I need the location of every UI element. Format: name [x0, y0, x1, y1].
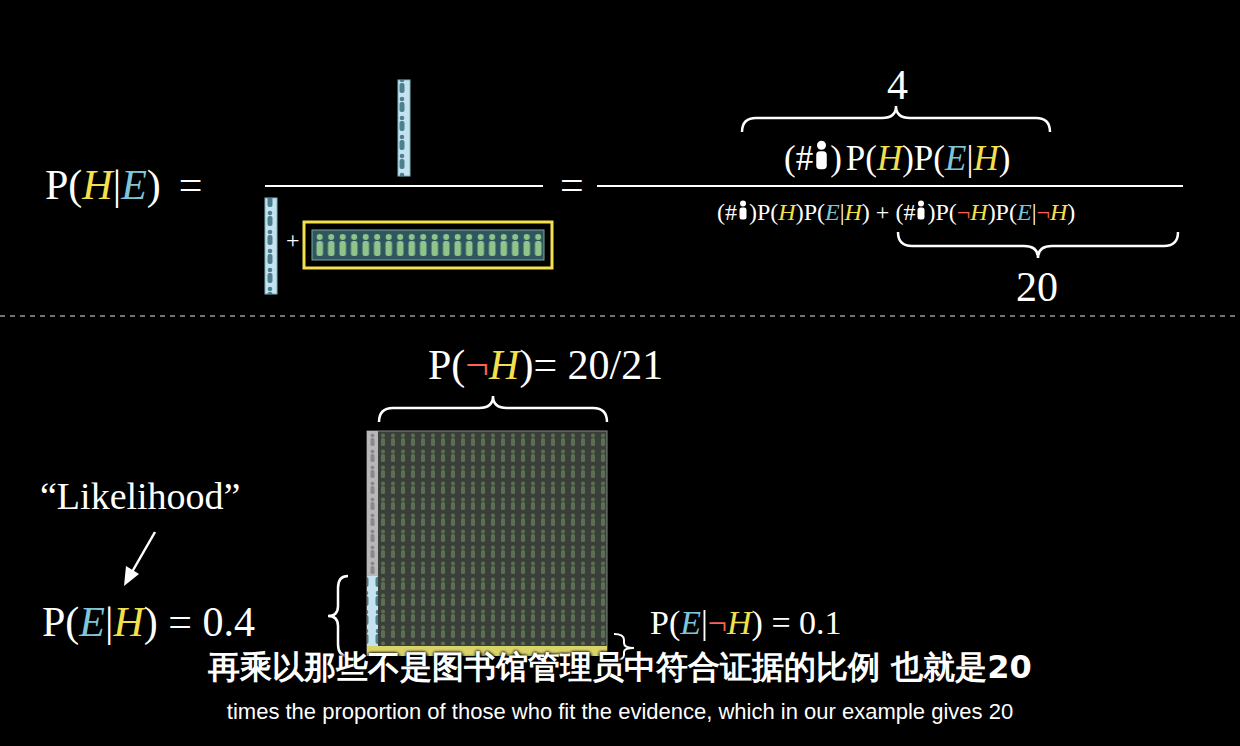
formula: (#)P(H)P(E|H): [784, 138, 1010, 180]
math-term: ): [749, 198, 757, 227]
math-term: (#: [717, 198, 737, 227]
math-term: 4: [887, 60, 908, 110]
math-term: ¬: [708, 603, 727, 644]
math-term: E: [680, 603, 701, 644]
math-term: H: [1050, 198, 1067, 227]
math-term: P(: [650, 603, 680, 644]
person-icon: [916, 200, 926, 220]
math-term: P(: [757, 198, 778, 227]
math-term: H: [727, 603, 752, 644]
formula: +: [286, 226, 300, 255]
math-term: E: [1017, 198, 1032, 227]
math-term: |: [113, 160, 121, 210]
math-term: ¬: [465, 340, 489, 390]
formula: 4: [887, 60, 908, 110]
math-term: P(: [846, 138, 877, 180]
math-term: =: [179, 160, 203, 210]
math-term: H: [973, 138, 998, 180]
math-term: ): [927, 198, 935, 227]
math-term: P(: [45, 160, 82, 210]
math-term: |: [966, 138, 973, 180]
math-term: +: [286, 226, 300, 255]
math-term: “Likelihood”: [40, 474, 240, 520]
math-term: ) = 0.4: [144, 597, 255, 647]
math-term: |: [840, 198, 845, 227]
formula: P(E|H) = 0.4: [42, 597, 255, 647]
formula: 20: [1016, 262, 1058, 312]
person-icon: [814, 140, 829, 170]
math-term: )P(: [902, 138, 945, 180]
math-term: )= 20/21: [519, 340, 663, 390]
formula: P(E|¬H) = 0.1: [650, 603, 842, 644]
math-term: E: [79, 597, 105, 647]
math-term: |: [105, 597, 113, 647]
math-term: H: [877, 138, 902, 180]
formula: (#)P(H)P(E|H) + (#)P(¬H)P(E|¬H): [717, 198, 1075, 227]
math-term: P(: [42, 597, 79, 647]
math-term: H: [113, 597, 143, 647]
formula: =: [560, 160, 584, 210]
math-term: )P(: [988, 198, 1017, 227]
math-term: =: [560, 160, 584, 210]
math-term: E: [825, 198, 840, 227]
math-term: H: [778, 198, 795, 227]
math-term: ) + (#: [862, 198, 916, 227]
math-term: H: [82, 160, 112, 210]
person-icon: [738, 200, 748, 220]
math-term: H: [970, 198, 987, 227]
formula: “Likelihood”: [40, 474, 240, 520]
math-term: |: [1032, 198, 1037, 227]
math-term: (#: [784, 138, 813, 180]
math-term: 20: [1016, 262, 1058, 312]
math-term: E: [121, 160, 147, 210]
math-term: ¬: [1036, 198, 1050, 227]
formula: P(¬H)= 20/21: [428, 340, 663, 390]
math-term: ): [999, 138, 1011, 180]
subtitle-english: times the proportion of those who fit th…: [0, 699, 1240, 725]
formula: P(H|E) =: [45, 160, 202, 210]
math-term: ): [147, 160, 161, 210]
math-term: E: [945, 138, 966, 180]
math-term: P(: [935, 198, 956, 227]
subtitle-chinese: 再乘以那些不是图书馆管理员中符合证据的比例 也就是20: [0, 648, 1240, 686]
math-term: ¬: [957, 198, 971, 227]
math-term: |: [701, 603, 708, 644]
math-term: )P(: [796, 198, 825, 227]
math-term: H: [845, 198, 862, 227]
math-term: ): [830, 138, 842, 180]
math-term: ) = 0.1: [752, 603, 842, 644]
math-term: P(: [428, 340, 465, 390]
math-term: H: [489, 340, 519, 390]
math-term: ): [1067, 198, 1075, 227]
